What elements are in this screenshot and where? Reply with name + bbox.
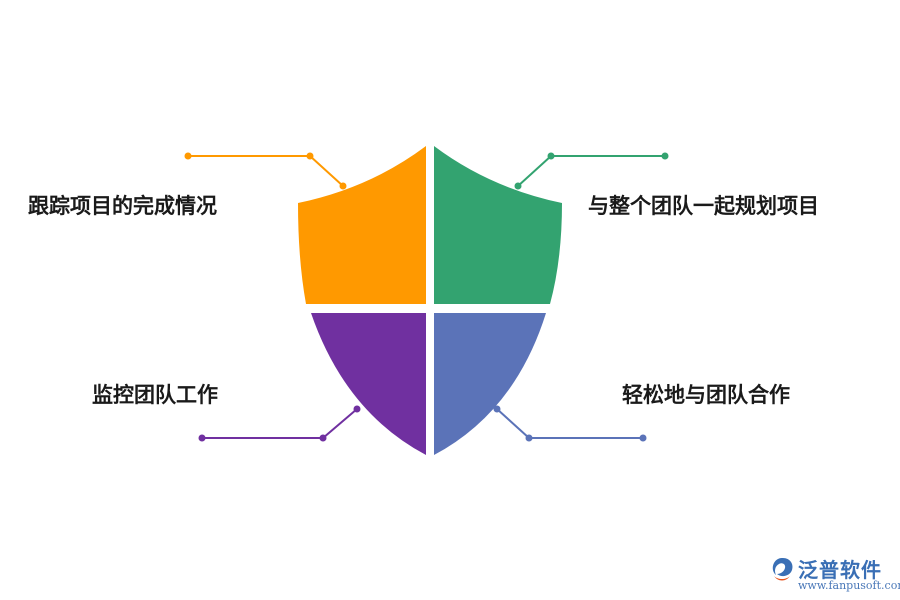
connector-top-right <box>514 152 669 190</box>
connector-dot <box>661 152 669 160</box>
shield-quadrant-bottom-right <box>434 313 546 455</box>
shield-quadrant-top-right <box>434 146 562 304</box>
shield-quadrant-bottom-left <box>311 313 426 455</box>
connector-dot <box>353 405 361 413</box>
shield-quadrant-top-left <box>298 146 426 304</box>
connector-dot <box>198 434 206 442</box>
label-bottom-left: 监控团队工作 <box>92 383 218 407</box>
logo: 泛普软件 www.fanpusoft.com <box>770 552 900 596</box>
connector-line <box>188 155 344 187</box>
logo-icon <box>772 558 793 581</box>
logo-name: 泛普软件 <box>798 558 882 582</box>
connector-dot <box>493 405 501 413</box>
connector-dot <box>547 152 555 160</box>
label-bottom-right: 轻松地与团队合作 <box>622 383 790 407</box>
connector-dot <box>339 182 347 190</box>
connector-bottom-right <box>493 405 647 442</box>
connector-dot <box>639 434 647 442</box>
connector-dot <box>514 182 522 190</box>
connector-dot <box>306 152 314 160</box>
label-top-left: 跟踪项目的完成情况 <box>28 194 217 218</box>
connector-line <box>202 408 358 439</box>
connector-line <box>496 408 643 439</box>
connector-dot <box>184 152 192 160</box>
connector-top-left <box>184 152 347 190</box>
connector-line <box>517 155 665 187</box>
connector-dot <box>319 434 327 442</box>
connector-dot <box>525 434 533 442</box>
label-top-right: 与整个团队一起规划项目 <box>588 194 819 218</box>
connector-bottom-left <box>198 405 361 442</box>
logo-url: www.fanpusoft.com <box>798 579 900 592</box>
